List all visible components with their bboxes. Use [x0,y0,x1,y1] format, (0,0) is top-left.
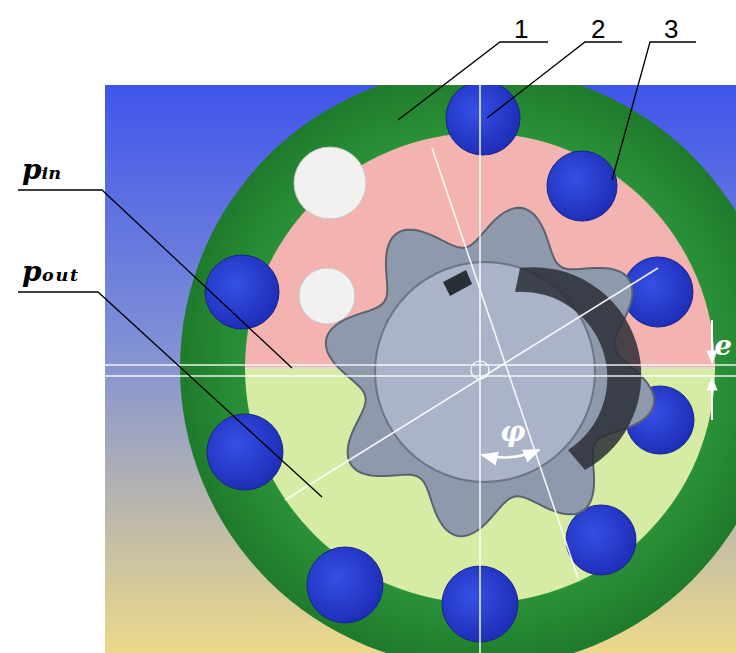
roller [205,255,279,329]
keyway [443,270,472,296]
roller [299,268,355,324]
roller [566,505,636,575]
pressure-label: pᵢₙ [22,156,61,184]
roller [623,257,693,327]
roller [207,414,283,490]
angle-arc [482,450,539,457]
part-number: 1 [514,16,528,42]
roller [446,85,520,155]
pressure-label: pₒᵤₜ [22,258,80,286]
roller [547,151,617,221]
part-number: 3 [664,16,678,42]
shaft-spline [515,267,641,470]
roller [294,147,366,219]
part-number: 2 [591,16,605,42]
stator [180,85,736,653]
angle-label: φ [500,418,525,446]
dimension-label: e [714,332,732,360]
leader-lines [18,42,696,497]
roller [307,547,383,623]
